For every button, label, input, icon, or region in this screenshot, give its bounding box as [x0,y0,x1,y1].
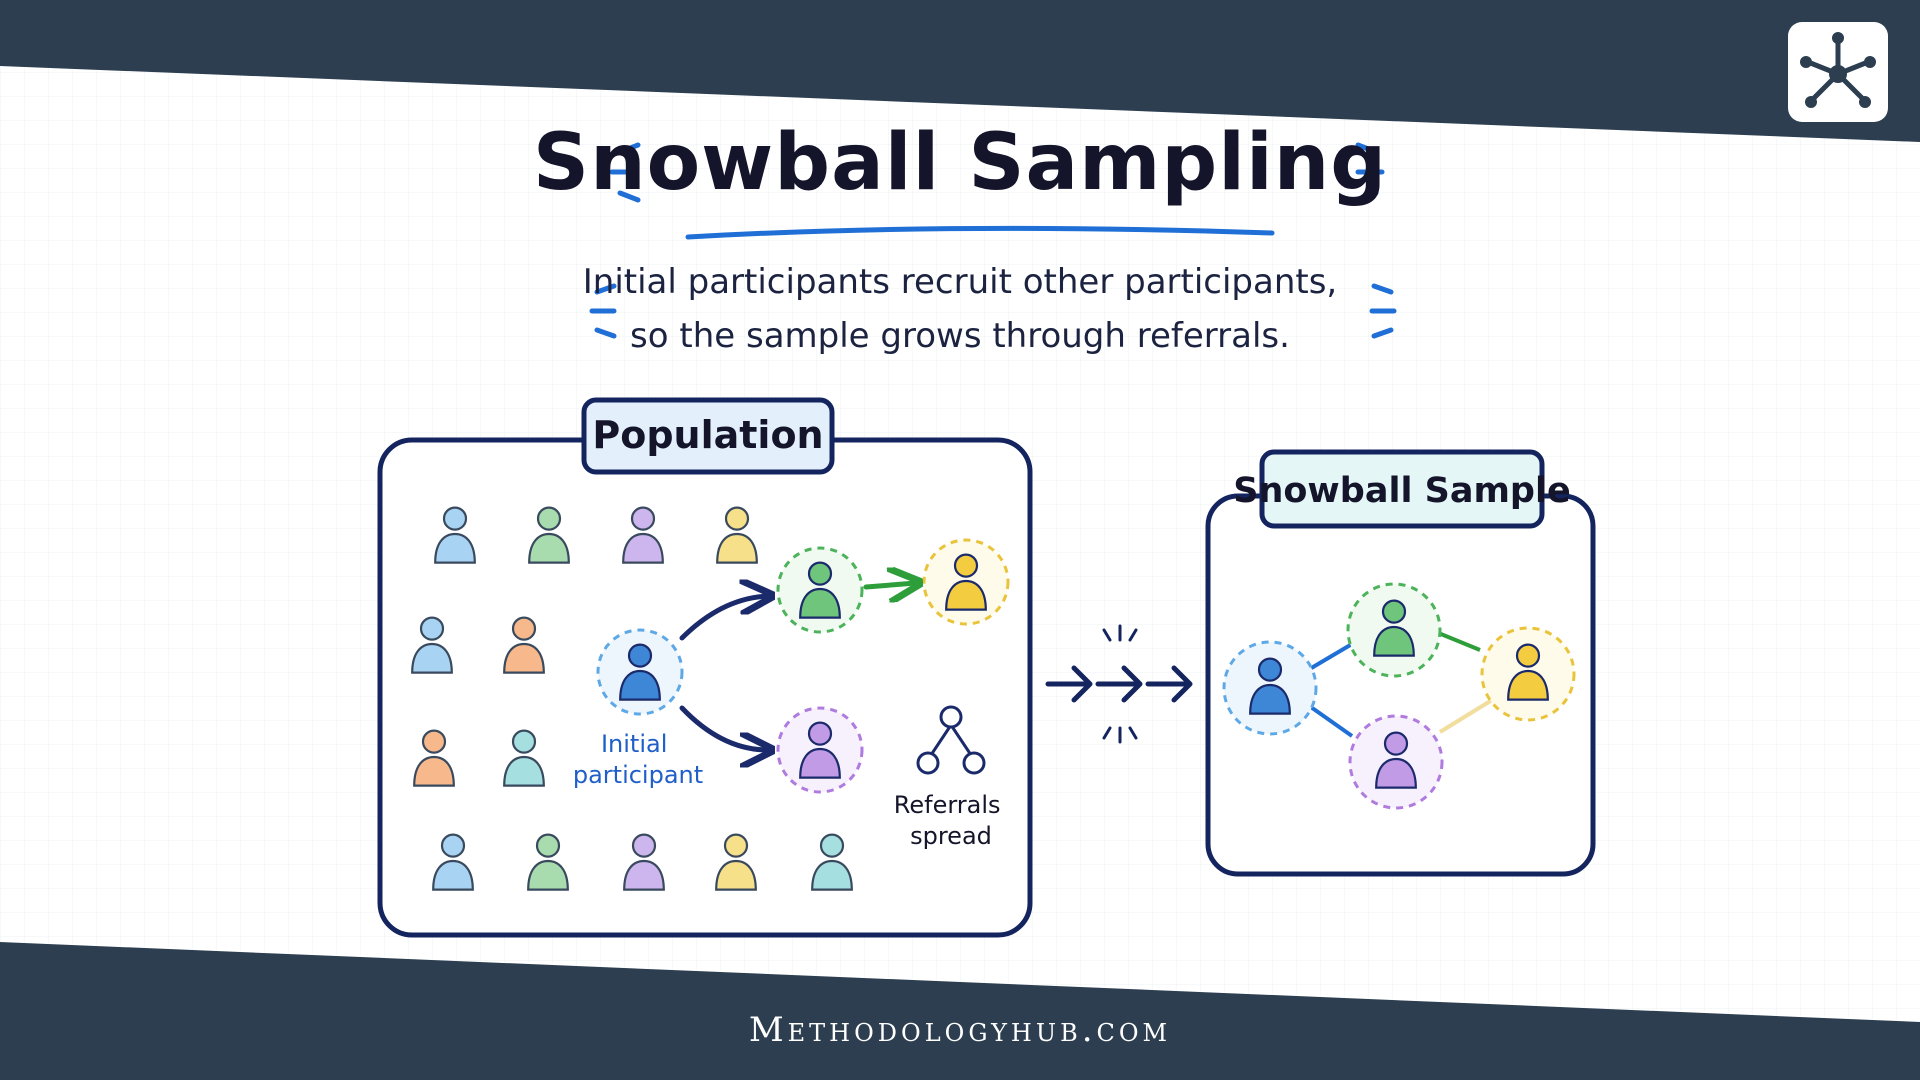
header-band [0,0,1920,142]
sparkle-icon [1102,624,1138,744]
subtitle-line2: so the sample grows through referrals. [630,316,1290,356]
snowball-sample-label: Snowball Sample [1233,471,1570,511]
population-tag [581,397,835,475]
population-box [377,437,1033,938]
referral-network [596,538,1010,794]
sample-network [1222,582,1576,810]
subtitle: Initial participants recruit other parti… [0,255,1920,363]
referral-tree-icon [916,705,986,775]
footer-site: Methodologyhub.com [748,1010,1172,1050]
network-hub-icon [1788,22,1888,122]
initial-participant-line2: participant [573,761,703,789]
arrow-icon [863,583,916,587]
arrow-icon [679,596,768,641]
page-title: Snowball Sampling [532,118,1388,208]
initial-participant-label: Initial participant [573,730,703,789]
sparkle-icon [589,142,1397,339]
transition-arrows [1045,665,1193,703]
referrals-line1: Referrals [894,791,1001,819]
arrow-icon [679,705,768,750]
arrow-icon [1045,665,1093,703]
arrow-icon [1145,665,1193,703]
snowball-sample-tag [1259,449,1545,529]
title-underline [685,225,1275,240]
initial-participant-line1: Initial [601,730,667,758]
population-label: Population [592,413,823,457]
referrals-spread-label: Referrals spread [894,791,1008,850]
arrow-icon [1095,665,1143,703]
referrals-line2: spread [910,822,992,850]
footer-band [0,942,1920,1080]
subtitle-line1: Initial participants recruit other parti… [582,262,1338,302]
